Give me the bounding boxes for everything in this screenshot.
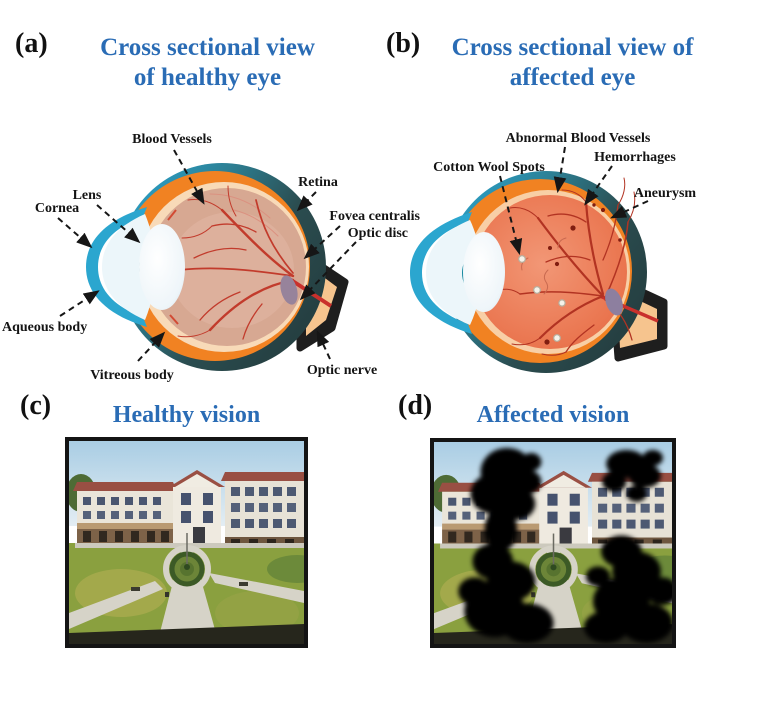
- cornea-shape: [410, 212, 472, 334]
- healthy-eye-labels: Blood Vessels Lens Cornea Retina Fovea c…: [2, 132, 421, 383]
- anterior-chamber: [102, 214, 155, 320]
- label-cotton-wool-spots: Cotton Wool Spots: [433, 160, 545, 175]
- label-blood-vessels: Blood Vessels: [132, 132, 212, 147]
- label-optic-disc: Optic disc: [348, 226, 408, 241]
- ciliary-fibers: [167, 209, 179, 325]
- label-fovea-centralis: Fovea centralis: [329, 209, 420, 224]
- optic-disc-patch: [280, 275, 298, 305]
- panel-a-title-line2: of healthy eye: [133, 64, 282, 91]
- panel-c-title: Healthy vision: [112, 402, 261, 428]
- arrow-hemorrhages: [584, 165, 613, 206]
- arrow-fovea-centralis: [303, 225, 341, 260]
- panel-b-title-line2: affected eye: [509, 64, 636, 91]
- arrow-aqueous-body: [59, 290, 100, 317]
- anterior-chamber: [426, 220, 481, 325]
- cornea-shape: [86, 207, 147, 327]
- label-optic-nerve: Optic nerve: [307, 363, 377, 378]
- arrow-lens: [96, 204, 141, 244]
- affected-eye-diagram: Abnormal Blood Vessels Cotton Wool Spots…: [410, 131, 696, 373]
- optic-disc-patch: [605, 288, 623, 316]
- label-cornea: Cornea: [35, 201, 79, 216]
- healthy-eyeball: [86, 163, 349, 371]
- affected-eye-arrows: [499, 146, 649, 256]
- label-aqueous-body: Aqueous body: [2, 320, 87, 335]
- vitreous-highlight: [170, 212, 294, 328]
- healthy-eye-diagram: Blood Vessels Lens Cornea Retina Fovea c…: [2, 132, 421, 383]
- arrow-retina: [296, 191, 317, 212]
- panel-d-title: Affected vision: [476, 402, 630, 428]
- arrow-aneurysm: [610, 200, 649, 219]
- lens-shape: [463, 232, 505, 312]
- panel-a-title-line1: Cross sectional view: [100, 34, 315, 61]
- label-abnormal-blood-vessels: Abnormal Blood Vessels: [506, 131, 651, 146]
- healthy-eye-arrows: [57, 149, 357, 362]
- panel-b-title-line1: Cross sectional view of: [451, 34, 694, 61]
- label-retina: Retina: [298, 175, 338, 190]
- hemorrhage-dots: [544, 203, 622, 345]
- arrow-cornea: [57, 217, 93, 249]
- arrow-optic-nerve: [316, 330, 331, 360]
- healthy-vision-photo: [65, 437, 308, 648]
- panel-a-title: Cross sectional view of healthy eye: [55, 33, 360, 93]
- arrow-abnormal-blood-vessels: [553, 146, 567, 194]
- healthy-vision-scene: [69, 441, 304, 644]
- lens-shape: [139, 224, 185, 310]
- affected-vision-scene: [434, 442, 672, 644]
- panel-d-letter: (d): [398, 390, 433, 421]
- arrow-optic-disc: [299, 241, 357, 301]
- vision-scotoma-blobs: [458, 447, 672, 644]
- panel-a-letter: (a): [15, 28, 48, 59]
- panel-c-letter: (c): [20, 390, 52, 421]
- panel-b-title: Cross sectional view of affected eye: [425, 33, 720, 93]
- cotton-wool-spots: [518, 255, 566, 342]
- affected-eyeball: [410, 171, 668, 373]
- label-hemorrhages: Hemorrhages: [594, 150, 676, 165]
- label-aneurysm: Aneurysm: [634, 186, 697, 201]
- arrow-cotton-wool-spots: [499, 175, 523, 256]
- affected-vision-photo: [430, 438, 676, 648]
- panel-b-letter: (b): [386, 28, 421, 59]
- label-vitreous-body: Vitreous body: [90, 368, 174, 383]
- label-lens: Lens: [73, 188, 102, 203]
- affected-eye-labels: Abnormal Blood Vessels Cotton Wool Spots…: [433, 131, 696, 201]
